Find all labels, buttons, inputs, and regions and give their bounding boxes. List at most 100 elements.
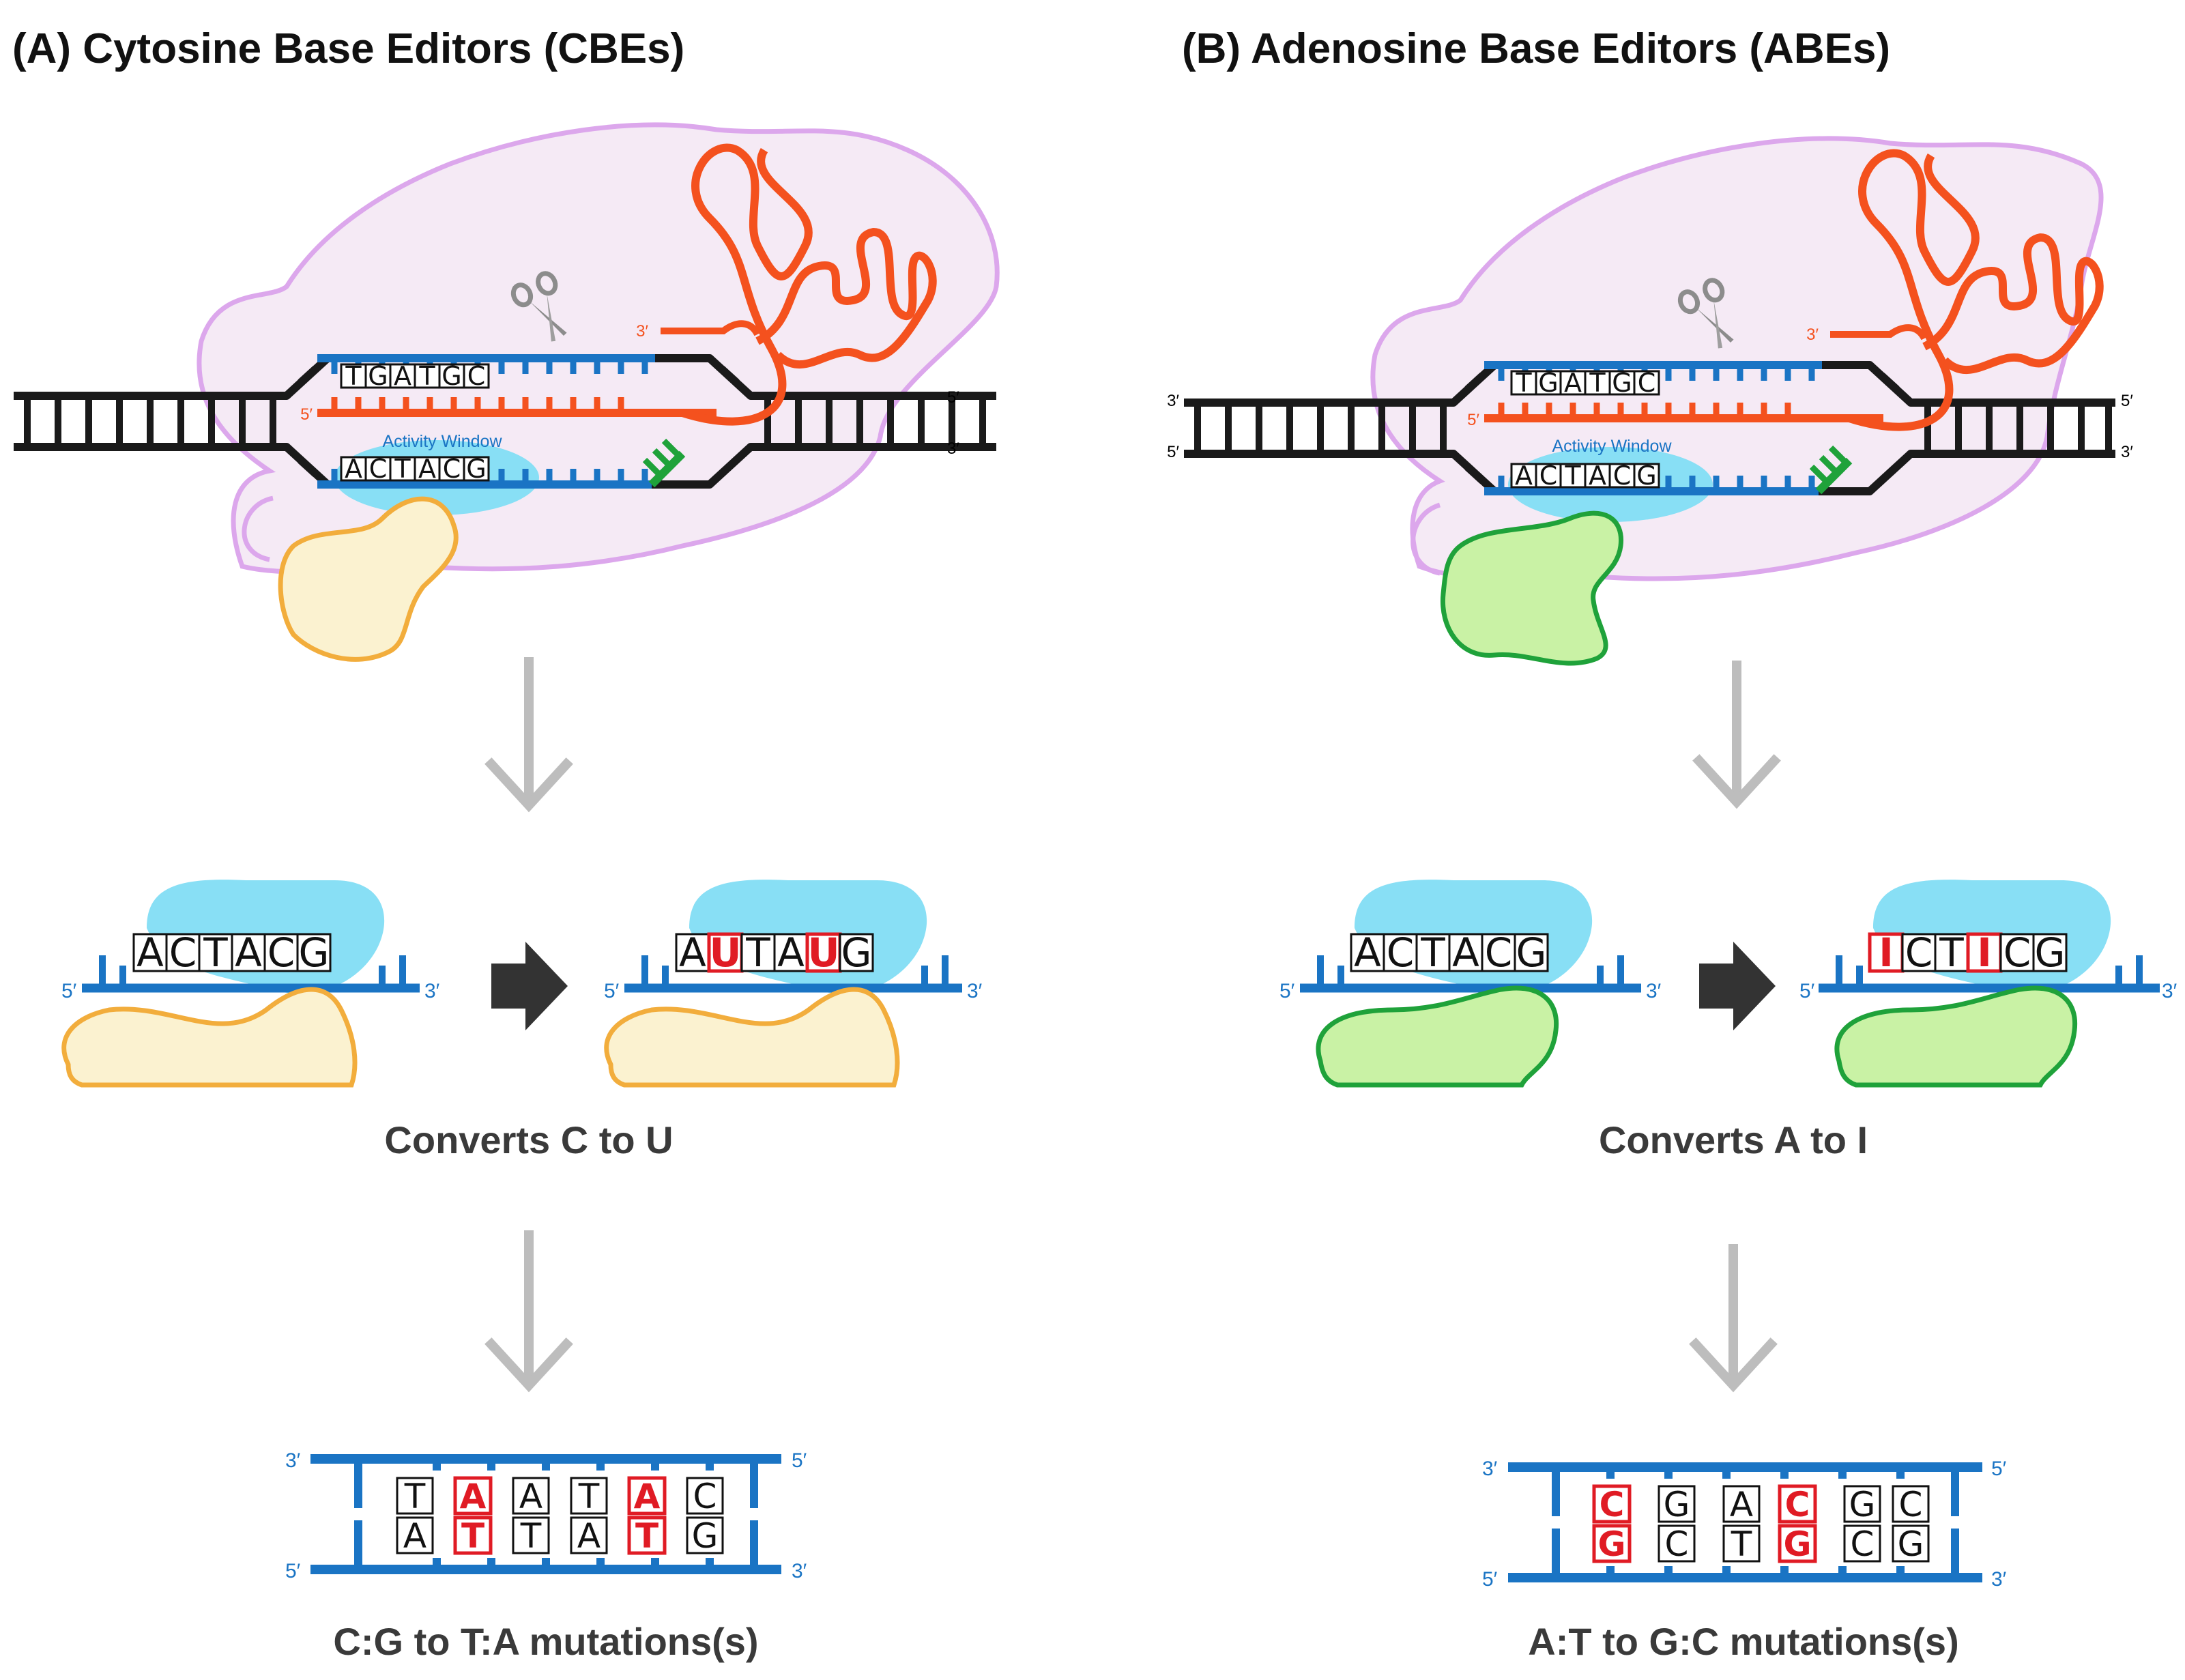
svg-text:T: T	[1939, 929, 1964, 976]
sequence-after: I C T I C G	[1868, 929, 2068, 976]
svg-text:C: C	[1613, 461, 1632, 491]
rna-end-label: 3′	[1806, 325, 1819, 344]
svg-text:G: G	[1898, 1524, 1924, 1564]
guide-rna: 3′ 5′	[300, 143, 937, 426]
svg-text:C: C	[1600, 1485, 1625, 1524]
cas9-protein	[1370, 136, 2104, 581]
svg-text:3′: 3′	[424, 980, 440, 1002]
svg-text:5′: 5′	[61, 980, 77, 1002]
svg-text:C: C	[1851, 1524, 1875, 1564]
dna-end-label: 5′	[947, 388, 959, 407]
sequence-before: A C T A C G	[132, 929, 332, 976]
cytidine-deaminase	[604, 987, 900, 1088]
svg-text:A: A	[679, 929, 706, 976]
svg-text:A: A	[1515, 461, 1533, 491]
svg-text:A: A	[1589, 461, 1606, 491]
svg-text:5′: 5′	[1799, 980, 1815, 1002]
svg-text:3′: 3′	[1482, 1458, 1498, 1480]
svg-text:T: T	[345, 361, 362, 391]
activity-window-label: Activity Window	[1552, 437, 1672, 456]
svg-text:C: C	[1539, 461, 1558, 491]
dna-end-label: 3′	[947, 439, 959, 458]
svg-text:A: A	[1730, 1485, 1753, 1524]
panel-title: (A) Cytosine Base Editors (CBEs)	[12, 25, 684, 72]
svg-text:3′: 3′	[285, 1449, 301, 1472]
svg-text:C: C	[267, 929, 295, 976]
svg-text:C: C	[369, 454, 388, 484]
svg-text:C: C	[2003, 929, 2031, 976]
linker	[1410, 502, 1441, 576]
svg-text:G: G	[1849, 1485, 1876, 1524]
svg-text:G: G	[692, 1516, 719, 1556]
conversion-before: 5′ 3′ A C T A C G	[61, 880, 440, 1088]
down-arrow-icon	[484, 1230, 573, 1393]
svg-text:C: C	[1665, 1524, 1689, 1564]
panel-abe: (B) Adenosine Base Editors (ABEs)	[1167, 25, 2177, 1663]
dna-end-label: 3′	[1167, 392, 1179, 410]
down-arrow-icon	[1689, 1244, 1778, 1393]
svg-text:T: T	[418, 361, 435, 391]
svg-text:C: C	[1638, 368, 1656, 398]
svg-text:A: A	[1452, 929, 1479, 976]
svg-text:C: C	[443, 454, 461, 484]
svg-text:G: G	[368, 361, 388, 391]
svg-text:5′: 5′	[604, 980, 620, 1002]
pam	[648, 450, 686, 488]
svg-text:A: A	[345, 454, 362, 484]
svg-text:G: G	[2035, 929, 2066, 976]
target-strand-sequence: A C T A C G	[340, 454, 490, 484]
svg-text:U: U	[807, 929, 839, 976]
adenosine-deaminase	[1834, 985, 2078, 1088]
svg-text:C: C	[1387, 929, 1415, 976]
duplex-top-sequence: C G A C G C	[1592, 1484, 1930, 1524]
svg-text:3′: 3′	[2162, 980, 2177, 1002]
cytidine-deaminase	[278, 496, 459, 662]
svg-text:I: I	[1977, 929, 1992, 976]
duplex-top-sequence: T A A T A C	[396, 1476, 724, 1516]
svg-text:A: A	[1354, 929, 1381, 976]
dna-end-label: 5′	[2121, 392, 2133, 410]
svg-text:G: G	[1664, 1485, 1690, 1524]
conversion-before: 5′ 3′ A C T A C G	[1279, 880, 1662, 1088]
dna-end-label: 5′	[1167, 443, 1179, 461]
target-strand	[1484, 445, 1853, 495]
svg-text:A: A	[519, 1477, 542, 1516]
down-arrow-icon	[1692, 661, 1781, 809]
conversion-caption: Converts A to I	[1599, 1118, 1868, 1161]
svg-text:C: C	[693, 1477, 717, 1516]
svg-text:U: U	[709, 929, 741, 976]
panel-cbe: (A) Cytosine Base Editors (CBEs)	[12, 25, 1000, 1663]
svg-text:T: T	[394, 454, 411, 484]
mutated-duplex: 3′ 5′ 5′ 3′ T A A T A C	[285, 1449, 807, 1582]
svg-text:A: A	[1564, 368, 1582, 398]
sequence-before: A C T A C G	[1350, 929, 1549, 976]
svg-text:T: T	[1420, 929, 1445, 976]
svg-text:G: G	[1538, 368, 1558, 398]
pam	[1815, 457, 1853, 495]
svg-text:C: C	[1899, 1485, 1923, 1524]
svg-text:T: T	[1589, 368, 1606, 398]
cas9-complex: 3′ 5′ 5′ 3′ Activity Window	[1167, 136, 2133, 666]
mutation-caption: C:G to T:A mutations(s)	[333, 1620, 758, 1663]
guide-rna: 3′ 5′	[1467, 149, 2104, 431]
svg-text:G: G	[299, 929, 330, 976]
activity-window-label: Activity Window	[382, 432, 502, 451]
guide-strand-sequence: T G A T G C	[1510, 368, 1660, 398]
svg-text:5′: 5′	[1482, 1568, 1498, 1591]
right-arrow-icon	[491, 942, 568, 1030]
svg-text:T: T	[404, 1477, 426, 1516]
dsdna: 5′ 3′	[14, 354, 996, 489]
svg-text:C: C	[1905, 929, 1933, 976]
svg-text:3′: 3′	[1646, 980, 1662, 1002]
svg-text:A: A	[418, 454, 436, 484]
svg-text:I: I	[1879, 929, 1894, 976]
svg-text:A: A	[577, 1516, 600, 1556]
svg-text:A: A	[634, 1477, 661, 1516]
svg-text:A: A	[460, 1477, 487, 1516]
svg-text:C: C	[467, 361, 486, 391]
rna-end-label: 5′	[1467, 411, 1479, 429]
svg-text:A: A	[394, 361, 411, 391]
rna-end-label: 5′	[300, 405, 313, 424]
svg-text:T: T	[745, 929, 770, 976]
svg-text:3′: 3′	[792, 1560, 807, 1582]
